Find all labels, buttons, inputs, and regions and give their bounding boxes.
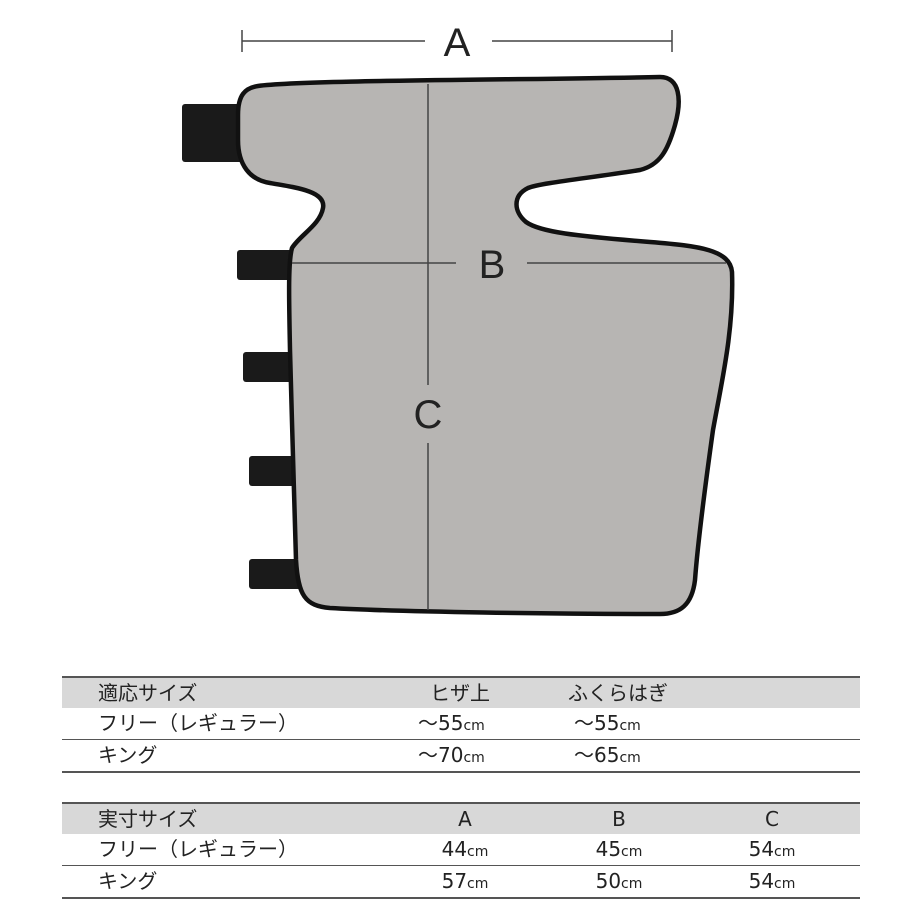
row-name: キング	[98, 743, 158, 767]
value-cell-c: 54cm	[748, 869, 796, 893]
value-cell-a: 57cm	[441, 869, 489, 893]
product-dimension-diagram: A C B	[182, 21, 735, 617]
table-row: キング ～70cm ～65cm	[62, 740, 860, 773]
table-row: キング 57cm 50cm 54cm	[62, 866, 860, 899]
knee-pad-body	[235, 74, 735, 617]
table-row: フリー（レギュラー） 44cm 45cm 54cm	[62, 834, 860, 866]
dimension-c: C	[414, 84, 443, 610]
table-header: 適応サイズ ヒザ上 ふくらはぎ	[62, 676, 860, 708]
value-cell-b: 50cm	[595, 869, 643, 893]
dimension-a: A	[241, 21, 673, 65]
dimension-label-c: C	[414, 393, 443, 437]
table-header: 実寸サイズ A B C	[62, 802, 860, 834]
row-name: キング	[98, 869, 158, 893]
value-cell: ～55cm	[418, 711, 485, 735]
table-row: フリー（レギュラー） ～55cm ～55cm	[62, 708, 860, 740]
value-cell: ～65cm	[574, 743, 641, 767]
fit-size-table: 適応サイズ ヒザ上 ふくらはぎ フリー（レギュラー） ～55cm ～55cm キ…	[62, 676, 860, 773]
header-actual-size: 実寸サイズ	[98, 807, 198, 831]
row-name: フリー（レギュラー）	[98, 711, 298, 735]
actual-size-table: 実寸サイズ A B C フリー（レギュラー） 44cm 45cm 54cm キン…	[62, 802, 860, 899]
header-above-knee: ヒザ上	[430, 681, 490, 705]
value-cell-b: 45cm	[595, 837, 643, 861]
dimension-label-b: B	[479, 243, 506, 287]
value-cell-c: 54cm	[748, 837, 796, 861]
dimension-label-a: A	[444, 21, 471, 65]
row-name: フリー（レギュラー）	[98, 837, 298, 861]
header-b: B	[612, 807, 626, 831]
header-calf: ふくらはぎ	[568, 681, 668, 705]
value-cell: ～55cm	[574, 711, 641, 735]
value-cell-a: 44cm	[441, 837, 489, 861]
dimension-b: B	[292, 243, 726, 287]
header-fit-size: 適応サイズ	[98, 681, 198, 705]
header-c: C	[765, 807, 779, 831]
value-cell: ～70cm	[418, 743, 485, 767]
header-a: A	[458, 807, 472, 831]
